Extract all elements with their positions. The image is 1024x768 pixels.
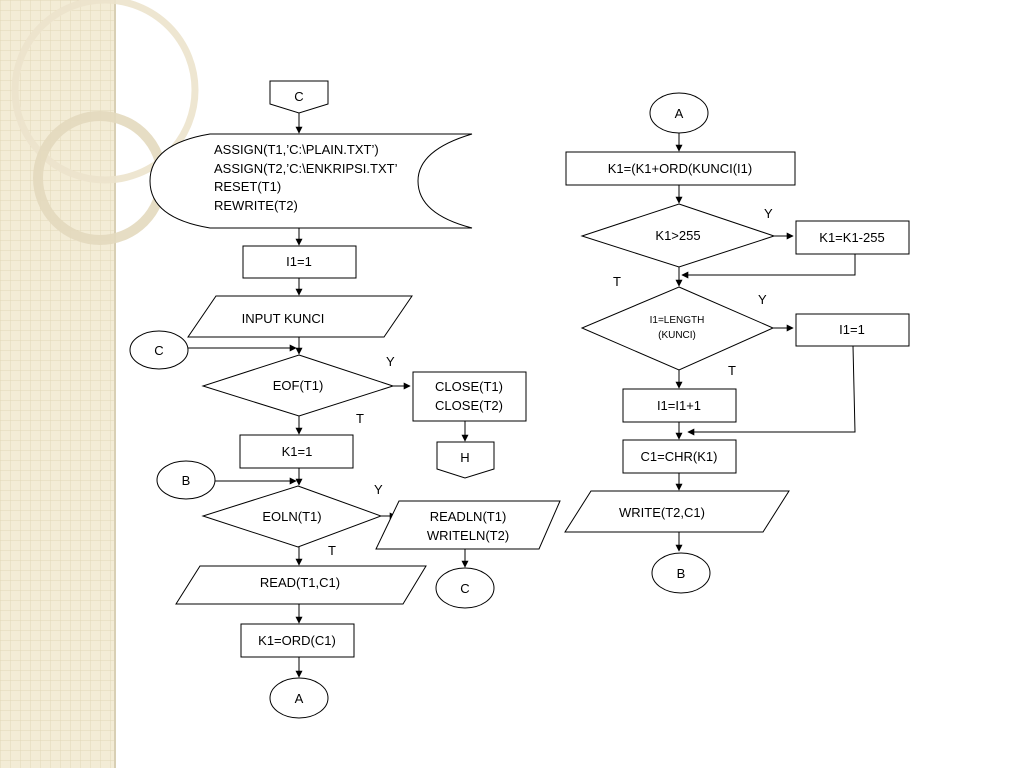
k1-minus-255-box: K1=K1-255: [795, 220, 910, 255]
connector-a-top: A: [649, 92, 709, 134]
label-yes-k1-gt: Y: [764, 206, 773, 221]
svg-text:CLOSE(T2): CLOSE(T2): [435, 398, 503, 413]
inc-i1-box: I1=I1+1: [622, 388, 737, 423]
write-c1-parallelogram: WRITE(T2,C1): [564, 490, 790, 533]
k1-sum-box: K1=(K1+ORD(KUNCI(I1): [565, 151, 796, 186]
svg-text:C: C: [154, 343, 163, 358]
svg-text:READLN(T1): READLN(T1): [430, 509, 507, 524]
init-i1-box: I1=1: [242, 245, 357, 279]
svg-text:EOF(T1): EOF(T1): [273, 378, 324, 393]
connector-b-bottom: B: [651, 552, 711, 594]
svg-text:K1=(K1+ORD(KUNCI(I1): K1=(K1+ORD(KUNCI(I1): [608, 161, 752, 176]
read-c1-parallelogram: READ(T1,C1): [175, 565, 427, 605]
svg-text:WRITE(T2,C1): WRITE(T2,C1): [619, 505, 705, 520]
eoln-decision: EOLN(T1): [201, 485, 383, 548]
svg-text:K1=K1-255: K1=K1-255: [819, 230, 884, 245]
svg-text:I1=I1+1: I1=I1+1: [657, 398, 701, 413]
label-yes-length: Y: [758, 292, 767, 307]
svg-text:REWRITE(T2): REWRITE(T2): [214, 198, 298, 213]
label-no-k1-gt: T: [613, 274, 621, 289]
reset-i1-box: I1=1: [795, 313, 910, 347]
svg-text:H: H: [460, 450, 469, 465]
svg-text:B: B: [677, 566, 686, 581]
eof-decision: EOF(T1): [201, 354, 395, 417]
label-yes-eof: Y: [386, 354, 395, 369]
label-yes-eoln: Y: [374, 482, 383, 497]
svg-text:INPUT KUNCI: INPUT KUNCI: [242, 311, 325, 326]
svg-text:C: C: [294, 89, 303, 104]
svg-text:EOLN(T1): EOLN(T1): [262, 509, 321, 524]
svg-text:(KUNCI): (KUNCI): [658, 330, 696, 341]
svg-text:RESET(T1): RESET(T1): [214, 179, 281, 194]
connector-b-left: B: [156, 460, 216, 500]
label-no-eoln: T: [328, 543, 336, 558]
chr-c1-box: C1=CHR(K1): [622, 439, 737, 474]
svg-text:B: B: [182, 473, 191, 488]
start-connector-c: C: [269, 80, 329, 114]
close-files-box: CLOSE(T1) CLOSE(T2): [412, 371, 527, 422]
svg-text:ASSIGN(T1,’C:\PLAIN.TXT’): ASSIGN(T1,’C:\PLAIN.TXT’): [214, 142, 379, 157]
svg-text:A: A: [675, 106, 684, 121]
svg-text:C1=CHR(K1): C1=CHR(K1): [641, 449, 718, 464]
svg-text:WRITELN(T2): WRITELN(T2): [427, 528, 509, 543]
k1-ord-box: K1=ORD(C1): [240, 623, 355, 658]
svg-text:READ(T1,C1): READ(T1,C1): [260, 575, 340, 590]
input-kunci-parallelogram: INPUT KUNCI: [187, 295, 413, 338]
label-no-eof: T: [356, 411, 364, 426]
svg-text:K1>255: K1>255: [655, 228, 700, 243]
k1-gt-255-decision: K1>255: [580, 203, 776, 268]
svg-text:K1=ORD(C1): K1=ORD(C1): [258, 633, 336, 648]
svg-text:I1=LENGTH: I1=LENGTH: [650, 315, 705, 326]
length-kunci-decision: I1=LENGTH (KUNCI): [580, 286, 775, 371]
decorative-sidebar: [0, 0, 199, 768]
svg-text:I1=1: I1=1: [839, 322, 865, 337]
svg-text:I1=1: I1=1: [286, 254, 312, 269]
connector-a-bottom: A: [269, 677, 329, 719]
end-connector-h: H: [436, 441, 495, 479]
svg-text:C: C: [460, 581, 469, 596]
svg-text:ASSIGN(T2,’C:\ENKRIPSI.TXT’: ASSIGN(T2,’C:\ENKRIPSI.TXT’: [214, 161, 398, 176]
svg-text:CLOSE(T1): CLOSE(T1): [435, 379, 503, 394]
assign-files-box: ASSIGN(T1,’C:\PLAIN.TXT’) ASSIGN(T2,’C:\…: [149, 133, 473, 229]
init-k1-box: K1=1: [239, 434, 354, 469]
connector-c-bottom: C: [435, 567, 495, 609]
svg-text:A: A: [295, 691, 304, 706]
readln-writeln-parallelogram: READLN(T1) WRITELN(T2): [375, 500, 561, 550]
label-no-length: T: [728, 363, 736, 378]
connector-c-left: C: [129, 330, 189, 370]
svg-text:K1=1: K1=1: [282, 444, 313, 459]
